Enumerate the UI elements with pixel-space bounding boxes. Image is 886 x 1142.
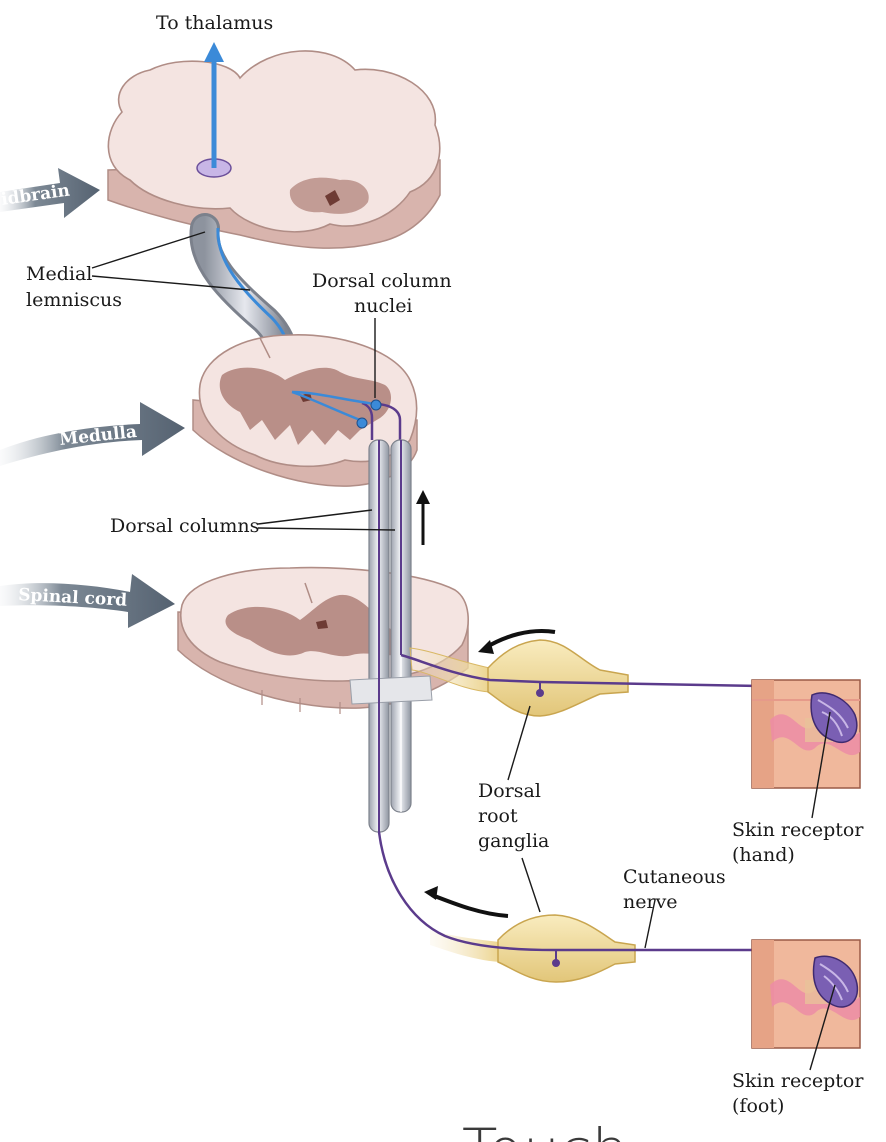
medial-lemniscus-label-line2: lemniscus	[26, 289, 122, 311]
medulla-fibers	[291, 390, 402, 440]
dorsal-root-ganglia-label-line3: ganglia	[478, 830, 549, 852]
to-thalamus-label: To thalamus	[156, 12, 273, 34]
to-thalamus-arrow	[204, 42, 224, 168]
inflow-arrow-lower	[424, 886, 509, 918]
touch-caption: Touch	[462, 1116, 628, 1142]
skin-receptor-foot-label-line1: Skin receptor	[732, 1070, 864, 1092]
leader-lines	[91, 231, 836, 1071]
skin-receptor-foot-illustration	[751, 939, 861, 1049]
dorsal-column-nuclei-label-line2: nuclei	[354, 295, 413, 317]
dorsal-root-ganglia-label-line2: root	[478, 805, 518, 827]
dorsal-columns-label: Dorsal columns	[110, 515, 259, 537]
dorsal-root-ganglia-label-line1: Dorsal	[478, 780, 541, 802]
skin-receptor-hand-illustration	[751, 679, 861, 789]
cutaneous-nerve-label-line2: nerve	[623, 891, 678, 913]
dorsal-column-nuclei-label-line1: Dorsal column	[312, 270, 452, 292]
skin-receptor-hand-label-line1: Skin receptor	[732, 819, 864, 841]
medulla-region-arrow: Medulla	[0, 402, 185, 466]
skin-receptor-foot-label-line2: (foot)	[732, 1095, 784, 1117]
midbrain-region-arrow: idbrain	[0, 168, 100, 218]
text-labels: To thalamus Medial lemniscus Dorsal colu…	[26, 12, 864, 1117]
skin-receptor-hand-label-line2: (hand)	[732, 844, 795, 866]
medulla-label: Medulla	[58, 422, 137, 450]
medial-lemniscus-label-line1: Medial	[26, 263, 92, 285]
spinal-cord-region-arrow: Spinal cord	[0, 574, 175, 628]
ascending-direction-arrow	[416, 490, 430, 545]
inflow-arrow-upper	[478, 629, 556, 654]
cutaneous-nerve-label-line1: Cutaneous	[623, 866, 726, 888]
dorsal-columns	[349, 439, 433, 833]
midbrain-slice	[107, 50, 441, 249]
